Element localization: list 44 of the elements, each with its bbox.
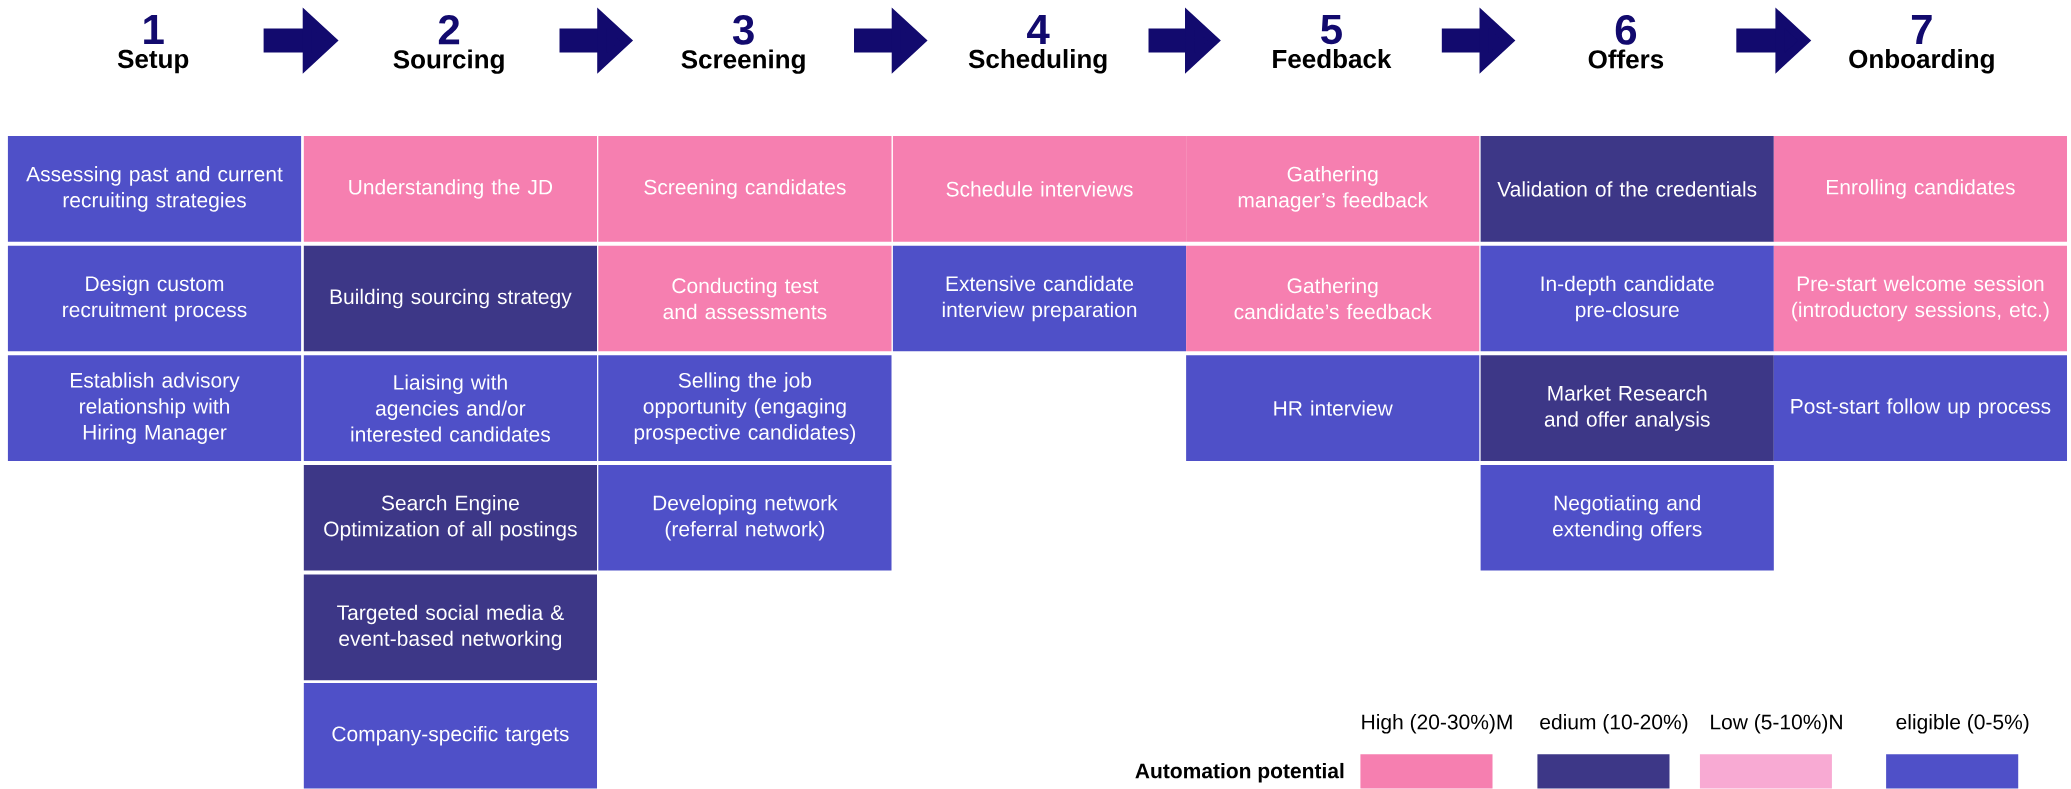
legend-text: High (20-30%)M — [1362, 714, 1512, 734]
process-box: Design custom recruitment process — [7, 245, 302, 352]
node-label: Screening candidates — [644, 179, 846, 199]
node-label: Establish advisory relationship with Hiring Manager — [71, 372, 240, 444]
node-label: Selling the job opportunity (engaging prospective candidates) — [634, 372, 856, 444]
node-label: Gathering manager’s feedback — [1238, 166, 1429, 212]
stage-heading: 5 Feedback — [1273, 15, 1392, 69]
process-box: In-depth candidate pre-closure — [1480, 245, 1774, 352]
process-box: Company-specific targets — [303, 682, 597, 789]
process-box: Selling the job opportunity (engaging prospective candidates) — [598, 355, 892, 461]
process-box: Schedule interviews — [892, 136, 1187, 242]
process-box: Gathering candidate’s feedback — [1186, 245, 1480, 352]
node-label: Schedule interviews — [946, 181, 1133, 197]
process-box: Liaising with agencies and/or interested candidates — [303, 355, 597, 461]
legend-text: Low (5-10%)N — [1711, 714, 1842, 734]
process-box: Conducting test and assessments — [598, 245, 892, 352]
process-box: Developing network (referral network) — [598, 465, 892, 571]
stage-heading: 7 Onboarding — [1849, 15, 1994, 74]
stage-heading: 6 Offers — [1588, 15, 1664, 69]
process-box: Understanding the JD — [303, 136, 597, 242]
stage-heading: 2 Sourcing — [393, 15, 504, 74]
stage-heading: 1 Setup — [117, 15, 189, 74]
legend-title: Automation potential — [1135, 762, 1344, 783]
stage-heading: 3 Screening — [681, 15, 805, 74]
process-box: Extensive candidate interview preparation — [892, 245, 1187, 352]
process-box: Assessing past and current recruiting strategies — [7, 136, 302, 242]
legend-text: eligible (0-5%) — [1896, 714, 2029, 734]
node-label: Understanding the JD — [349, 179, 553, 199]
stage-heading: 4 Scheduling — [968, 15, 1107, 74]
process-box: Search Engine Optimization of all postings — [303, 465, 597, 571]
process-box: HR interview — [1186, 355, 1480, 461]
process-box: Market Research and offer analysis — [1480, 355, 1774, 461]
process-box: Screening candidates — [598, 136, 892, 242]
legend-text: edium (10-20%) — [1540, 714, 1688, 734]
process-box: Building sourcing strategy — [303, 245, 597, 352]
process-box: Targeted social media & event-based networking — [303, 574, 597, 681]
node-label: Liaising with agencies and/or interested candidates — [351, 374, 550, 442]
process-box: Establish advisory relationship with Hiring Manager — [7, 355, 302, 461]
process-box: Gathering manager’s feedback — [1186, 136, 1480, 242]
process-box: Post-start follow up process — [1773, 355, 2067, 461]
process-box: Negotiating and extending offers — [1480, 465, 1774, 571]
process-box: Validation of the credentials — [1480, 136, 1774, 242]
process-box: Pre-start welcome session (introductory sessions, etc.) — [1773, 245, 2067, 352]
process-box: Enrolling candidates — [1773, 136, 2067, 242]
